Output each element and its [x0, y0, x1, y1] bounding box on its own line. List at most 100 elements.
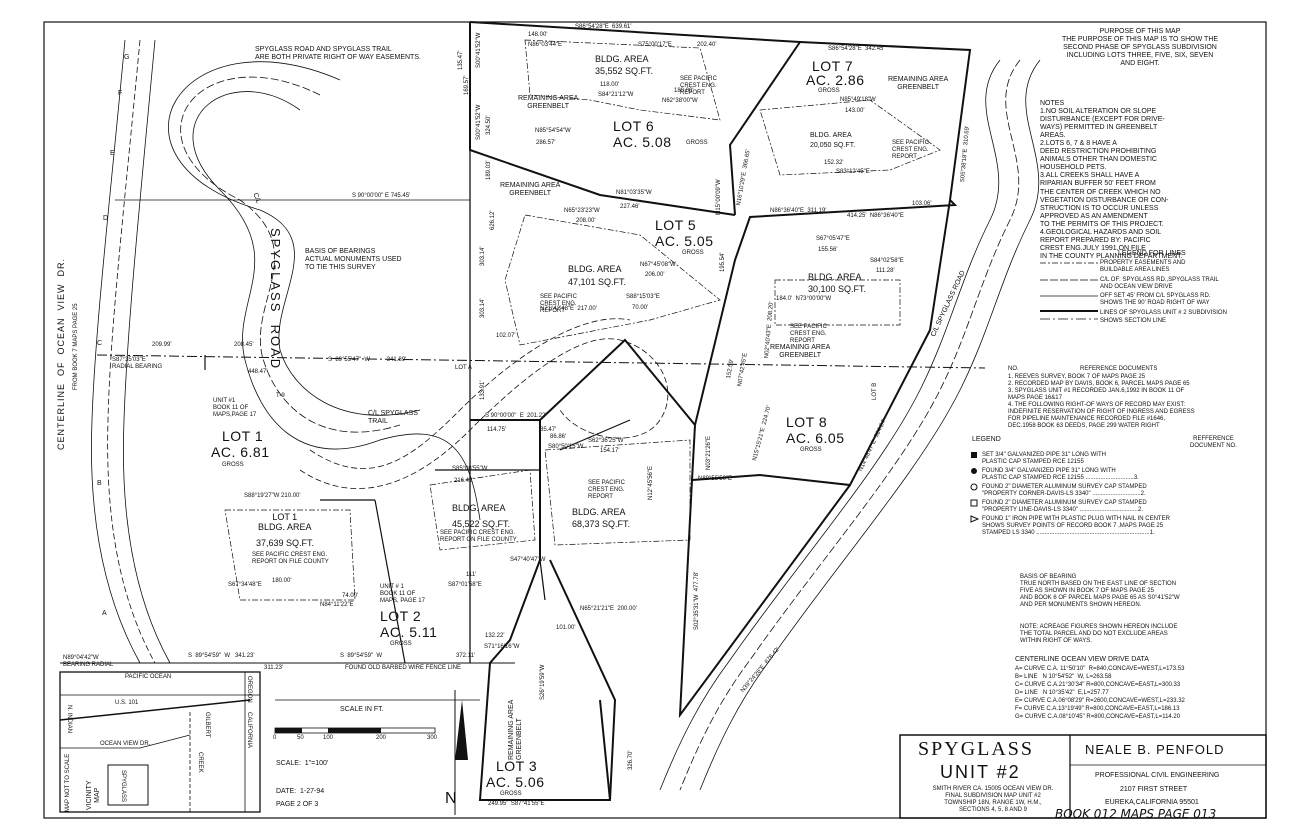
- dim-label: S00°41'52"W: [476, 104, 482, 140]
- dim-label: S83°12'45"E: [836, 169, 870, 175]
- from-book-note: FROM BOOK 7 MAPS PAGE 25: [73, 303, 79, 390]
- dim-label: 102.07': [496, 333, 516, 339]
- legend-item: FOUND 1" IRON PIPE WITH PLASTIC PLUG WIT…: [982, 516, 1170, 536]
- dim-label: 189.03': [486, 160, 492, 181]
- dim-label: N62°38'00"W: [662, 98, 698, 104]
- vicinity-n-indian: N. INDIAN: [66, 705, 72, 734]
- lot5-acres: AC. 5.05: [655, 233, 714, 249]
- creek: [659, 59, 1041, 791]
- dim-label: 143.00': [845, 108, 865, 114]
- dim-label: N89°55'50"E: [698, 476, 733, 482]
- section-letter-g: G: [124, 54, 130, 61]
- scale-tick-100: 100: [323, 735, 334, 741]
- dim-label: S 89°55'47" W 341.89': [328, 357, 407, 363]
- pacific-crest-note: SEE PACIFIC CREST ENG. REPORT: [790, 324, 827, 344]
- dim-label: 169.57': [464, 75, 470, 96]
- dim-label: 148.00': [528, 32, 548, 38]
- dim-label: 202.40': [697, 42, 717, 48]
- legend-lines-item: SHOWS SECTION LINE: [1100, 318, 1167, 324]
- dim-label: 180.00': [272, 578, 292, 584]
- dim-label: S88°15'03"E: [626, 294, 660, 300]
- greenbelt-lot6: REMAINING AREA GREENBELT: [518, 95, 579, 111]
- greenbelt-lot5: REMAINING AREA GREENBELT: [500, 182, 561, 198]
- lot2-name: LOT 2: [380, 608, 422, 624]
- vicinity-california: CALIFORNIA: [246, 712, 252, 749]
- dim-label: N65°23'23"W: [564, 208, 600, 214]
- dim-label: 372.11': [456, 653, 476, 659]
- date-text: DATE: 1-27-94: [276, 788, 325, 795]
- dim-label: 85.47': [540, 427, 557, 433]
- dim-label: 154.17': [600, 448, 620, 454]
- dim-label: S67°34'48"E: [228, 582, 262, 588]
- section-letter-c: C: [97, 340, 103, 347]
- spyglass-road: [168, 61, 481, 521]
- dim-label: 133.91': [480, 380, 486, 401]
- dim-label: 303.14': [480, 298, 486, 319]
- ref-item: 2. RECORDED MAP BY DAVIS, BOOK 6, PARCEL…: [1008, 381, 1190, 387]
- ref-no-header: NO.: [1008, 366, 1019, 372]
- lot2-gross: GROSS: [390, 641, 412, 647]
- engineer-profession: PROFESSIONAL CIVIL ENGINEERING: [1095, 772, 1220, 779]
- dim-label: 86.86': [550, 434, 567, 440]
- bldg-lot1-label: LOT 1 BLDG. AREA: [258, 512, 312, 533]
- legend-lines-item: PROPERTY EASEMENTS AND BUILDABLE AREA LI…: [1100, 260, 1186, 273]
- dim-label: 209.99': [152, 342, 172, 348]
- dim-label: N71°42'48"E 217.00': [540, 306, 597, 312]
- dim-label: S62°36'25"W: [588, 438, 624, 444]
- dim-label: 414.25' N86°36'40"E: [847, 213, 904, 219]
- building-areas: [224, 39, 941, 601]
- dim-label: N86°36'40"E 311.19': [770, 208, 827, 214]
- dim-label: 118.00': [600, 82, 620, 88]
- legend-item: FOUND 2" DIAMETER ALUMINUM SURVEY CAP ST…: [982, 500, 1147, 513]
- scale-text: SCALE: 1"=100': [276, 760, 329, 767]
- pacific-crest-note: SEE PACIFIC CREST ENG. REPORT: [892, 140, 929, 160]
- basis-note: BASIS OF BEARINGS ACTUAL MONUMENTS USED …: [305, 248, 402, 272]
- dim-label: 206.00': [645, 272, 665, 278]
- easement-note: SPYGLASS ROAD AND SPYGLASS TRAIL ARE BOT…: [255, 46, 421, 62]
- ref-title: REFERENCE DOCUMENTS: [1080, 366, 1158, 372]
- centerline-title: CENTERLINE OCEAN VIEW DRIVE DATA: [1015, 656, 1149, 663]
- lot7-name: LOT 7: [812, 58, 854, 74]
- centerline-item: D= LINE N 10°35'42" E,L=257.77: [1015, 690, 1109, 696]
- pacific-crest-note: SEE PACIFIC CREST ENG. REPORT: [588, 480, 625, 500]
- basis-of-bearing: BASIS OF BEARING TRUE NORTH BASED ON THE…: [1020, 574, 1180, 608]
- bldg-lot3-label: BLDG. AREA: [572, 507, 626, 517]
- dim-label: S75°00'17"E: [638, 42, 672, 48]
- dim-label: 114.75': [487, 427, 507, 433]
- lot3-name: LOT 3: [496, 758, 538, 774]
- dim-label: N85°49'18"W: [840, 97, 876, 103]
- bldg-lot2-label: BLDG. AREA: [452, 503, 506, 513]
- dim-label: S 90°00'00" E 745.45': [352, 193, 411, 199]
- dim-label: S 89°54'59" W: [340, 653, 383, 659]
- ref-item: 4. THE FOLLOWING RIGHT-OF WAYS OF RECORD…: [1008, 402, 1195, 429]
- pacific-crest-note: SEE PACIFIC CREST ENG. REPORT: [540, 294, 577, 314]
- lot3-acres: AC. 5.06: [486, 774, 545, 790]
- section-letter-a: A: [102, 610, 107, 617]
- t9-label: T-9: [276, 393, 285, 399]
- dim-label: S84°02'58"E: [870, 258, 904, 264]
- legend-title: LEGEND: [972, 436, 1001, 443]
- barbed-wire-note: FOUND OLD BARBED WIRE FENCE LINE: [345, 665, 462, 671]
- dim-label: N12°45'56"E: [648, 465, 654, 500]
- radial-bearing-note: S87°35'03"E RADIAL BEARING: [112, 357, 163, 370]
- scale-tick-200: 200: [376, 735, 387, 741]
- lot3-gross: GROSS: [500, 791, 522, 797]
- bldg-lot2-area: 45,522 SQ.FT.: [452, 519, 511, 529]
- dim-label: S84°21'12"W: [598, 92, 634, 98]
- dim-label: S80°50'15"W: [548, 444, 584, 450]
- vicinity-pacific: PACIFIC OCEAN: [125, 674, 172, 680]
- legend-symbols: [970, 452, 980, 523]
- lot-b-label: LOT B: [872, 382, 878, 400]
- title-unit: UNIT #2: [940, 762, 1021, 782]
- scale-bar: [274, 699, 480, 734]
- lot1-acres: AC. 6.81: [211, 444, 270, 460]
- dim-label: S 89°54'59" W 341.23': [188, 653, 255, 659]
- lot8-acres: AC. 6.05: [786, 430, 845, 446]
- legend-lines-item: OFF SET 45' FROM C/L SPYGLASS RD. SHOWS …: [1100, 293, 1211, 306]
- lot-a-label: LOT A: [455, 365, 472, 371]
- greenbelt-lot3: REMAINING AREA GREENBELT: [508, 699, 524, 760]
- lot5-name: LOT 5: [655, 217, 697, 233]
- bldg-lot8-area: 30,100 SQ.FT.: [808, 284, 867, 294]
- dim-label: 448.47': [248, 369, 268, 375]
- lot8-name: LOT 8: [786, 414, 828, 430]
